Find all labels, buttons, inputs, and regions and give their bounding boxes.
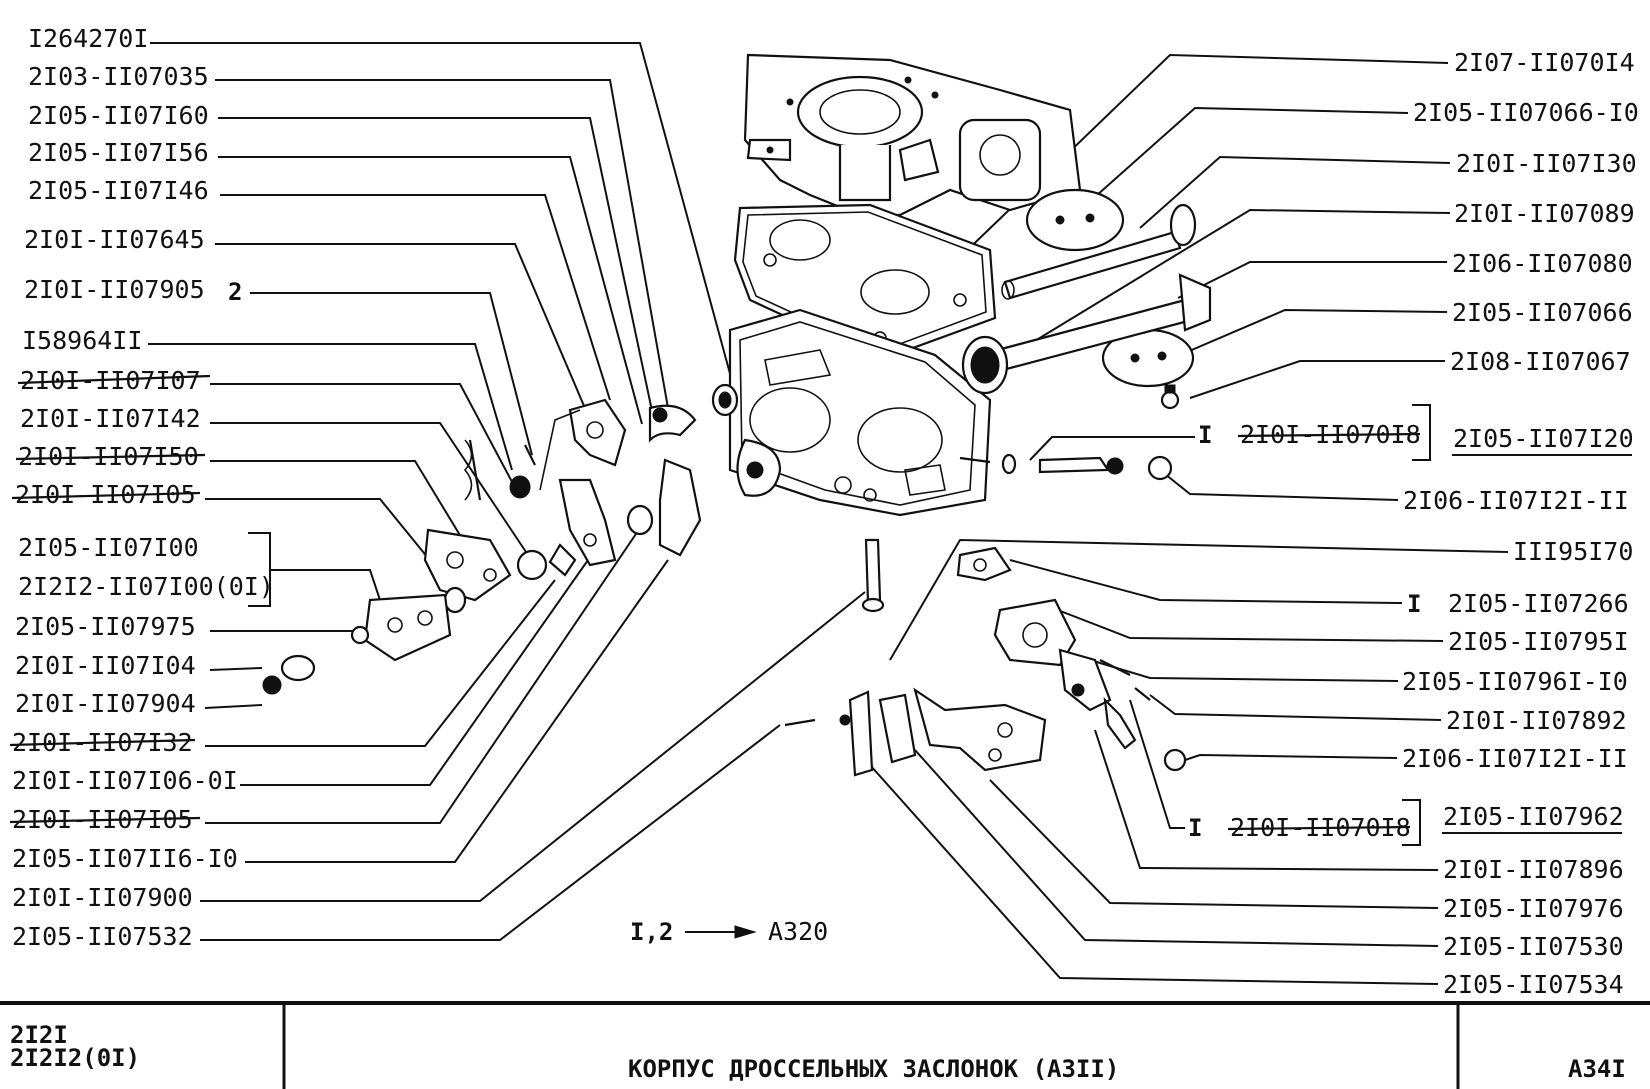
label-2101-1107904: 2I0I-II07904 [15,689,196,718]
label-2101-1107892: 2I0I-II07892 [1446,706,1627,735]
label-1264270i: I264270I [28,24,148,53]
label-2105-1107160: 2I05-II07I60 [28,101,209,130]
label-2101-1107104: 2I0I-II07I04 [15,651,196,680]
reference-note-target: A320 [768,917,828,946]
label-2105-1107534: 2I05-II07534 [1443,970,1624,999]
throttle-body [728,308,992,517]
reference-note: I,2 A320 [630,917,828,946]
label-2105-1107120: 2I05-II07I20 [1453,424,1634,453]
label-2105-1107116-10: 2I05-II07II6-I0 [12,844,238,873]
model-code-1: 2I2I [10,1021,68,1049]
reference-note-text: I,2 [630,918,673,946]
right-leaders [869,53,1509,985]
left-labels: I264270I 2I03-II07035 2I05-II07I60 2I05-… [12,24,274,951]
left-strikes [9,374,211,824]
label-2101-1107089: 2I0I-II07089 [1454,199,1635,228]
label-2107-1107014: 2I07-II070I4 [1454,48,1635,77]
left-linkage-parts [262,383,782,695]
label-2103-1107035: 2I03-II07035 [28,62,209,91]
label-2105-1107266: 2I05-II07266 [1448,589,1629,618]
throttle-shaft-upper [1001,203,1197,300]
accelerator-pump-parts [956,546,1187,772]
label-2101-1107896: 2I0I-II07896 [1443,855,1624,884]
label-2105-1107530: 2I05-II07530 [1443,932,1624,961]
left-leaders [148,42,866,941]
label-2106-1107080: 2I06-II07080 [1452,249,1633,278]
label-2101-1107900: 2I0I-II07900 [12,883,193,912]
label-111951170: III95I70 [1513,537,1633,566]
right-annotations [1227,404,1632,846]
label-2105-1107951: 2I05-II0795I [1448,627,1629,656]
throttle-plate-1 [1025,188,1125,252]
label-2106-1107121-11b: 2I06-II07I2I-II [1402,744,1628,773]
label-2105-1107066-10: 2I05-II07066-I0 [1413,98,1639,127]
small-screw-top [1160,384,1180,410]
sheet-title: КОРПУС ДРОССЕЛЬНЫХ ЗАСЛОНОК (А3II) [628,1055,1119,1083]
label-21212-1107100-01: 2I2I2-II07I00(0I) [18,572,274,601]
right-labels: 2I07-II070I4 2I05-II07066-I0 2I0I-II07I3… [1188,48,1639,999]
label-2105-1107146: 2I05-II07I46 [28,176,209,205]
model-code-2: 2I2I2(0I) [10,1044,140,1072]
label-2101-1107142: 2I0I-II07I42 [20,404,201,433]
label-2105-1107976: 2I05-II07976 [1443,894,1624,923]
label-2105-1107100: 2I05-II07I00 [18,533,199,562]
label-2105-1107532: 2I05-II07532 [12,922,193,951]
label-i-prefix-mid: I [1407,590,1421,618]
lower-linkage-parts [784,538,1047,777]
carburetor-upper-body [743,53,1082,217]
label-2108-1107067: 2I08-II07067 [1450,347,1631,376]
label-2101-1107106-01: 2I0I-II07I06-0I [12,766,238,795]
label-2105-1107975: 2I05-II07975 [15,612,196,641]
label-15896411: I58964II [22,326,142,355]
label-2101-1107130: 2I0I-II07I30 [1456,149,1637,178]
sheet-number: А34I [1568,1055,1626,1083]
label-2105-1107066: 2I05-II07066 [1452,298,1633,327]
label-2105-1107156: 2I05-II07I56 [28,138,209,167]
idle-adjust-screw [1001,453,1173,481]
label-i-prefix-upper: I [1198,421,1212,449]
label-2101-1107905-suffix: 2 [228,278,242,306]
label-2106-1107121-11: 2I06-II07I2I-II [1403,486,1629,515]
label-2105-1107961-10: 2I05-II0796I-I0 [1402,667,1628,696]
throttle-shaft-lower [961,273,1212,395]
title-block: 2I2I 2I2I2(0I) КОРПУС ДРОССЕЛЬНЫХ ЗАСЛОН… [0,1001,1650,1089]
label-2101-1107905: 2I0I-II07905 [24,275,205,304]
label-i-prefix-lower: I [1188,814,1202,842]
label-2101-1107645: 2I0I-II07645 [24,225,205,254]
label-2105-1107962: 2I05-II07962 [1443,802,1624,831]
